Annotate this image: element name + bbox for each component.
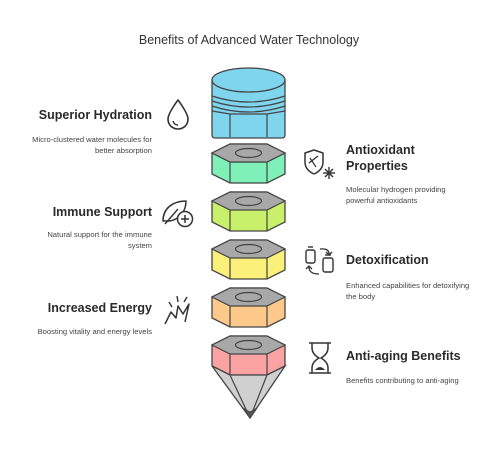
heading-superior-hydration: Superior Hydration [38, 108, 152, 122]
leaf-plus-icon [162, 200, 194, 228]
description-line: Enhanced capabilities for detoxifying [346, 281, 470, 290]
stack-segment-superior-hydration [211, 67, 286, 139]
heading-detoxification: Detoxification [346, 253, 429, 267]
stack-segment-detox [210, 239, 287, 280]
stack-segment-energy [210, 287, 287, 328]
shield-sparkle-icon [304, 149, 335, 179]
energy-burst-icon [164, 295, 190, 325]
description-line: Natural support for the immune [47, 230, 152, 239]
stack-tip [211, 364, 287, 420]
recycle-containers-icon [305, 246, 334, 275]
description-superior-hydration: Micro-clustered water molecules for bett… [10, 135, 152, 156]
stack-segment-antioxidant [210, 143, 287, 184]
hourglass-icon [309, 342, 331, 374]
description-detoxification: Enhanced capabilities for detoxifying th… [346, 281, 491, 302]
description-line: Molecular hydrogen providing [346, 185, 446, 194]
stack-segment-immune [210, 191, 287, 232]
heading-anti-aging-benefits: Anti-aging Benefits [346, 349, 461, 363]
heading-antioxidant-properties: Antioxidant Properties [346, 142, 491, 174]
water-drop-icon [167, 99, 189, 130]
description-line: system [127, 240, 152, 250]
heading-line: Antioxidant [346, 143, 415, 157]
description-line: Micro-clustered water molecules for [32, 135, 152, 144]
description-increased-energy: Boosting vitality and energy levels [10, 327, 152, 338]
description-line: the body [346, 291, 376, 301]
description-anti-aging-benefits: Benefits contributing to anti-aging [346, 376, 491, 387]
stack-segment-anti-aging [210, 335, 287, 376]
heading-line: Properties [346, 159, 408, 173]
diagram-title: Benefits of Advanced Water Technology [138, 33, 360, 47]
description-line: Boosting vitality and energy levels [37, 327, 152, 336]
description-line: powerful antioxidants [346, 195, 418, 205]
description-line: better absorption [95, 145, 152, 155]
description-immune-support: Natural support for the immune system [10, 230, 152, 251]
description-antioxidant-properties: Molecular hydrogen providing powerful an… [346, 185, 491, 206]
heading-immune-support: Immune Support [52, 205, 152, 219]
description-line: Benefits contributing to anti-aging [346, 376, 459, 385]
heading-increased-energy: Increased Energy [47, 301, 152, 315]
